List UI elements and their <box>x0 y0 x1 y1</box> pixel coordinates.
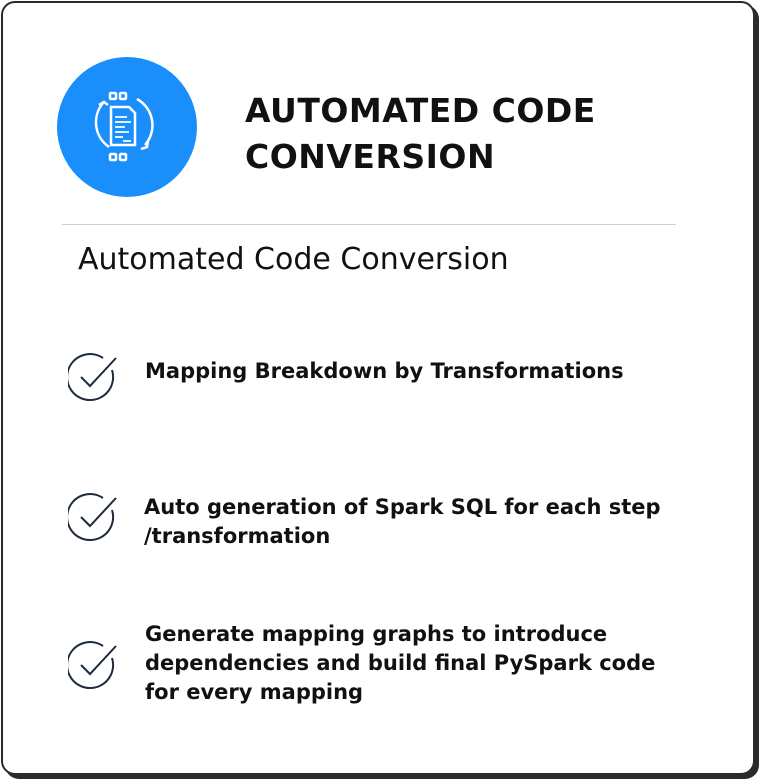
section-subtitle: Automated Code Conversion <box>78 242 509 277</box>
check-circle-icon <box>68 493 117 542</box>
feature-text: Mapping Breakdown by Transformations <box>145 359 624 383</box>
feature-text: for every mapping <box>145 680 364 704</box>
check-circle-icon <box>68 641 117 690</box>
feature-text: Generate mapping graphs to introduce <box>145 622 608 646</box>
feature-text: /transformation <box>144 524 331 548</box>
feature-text: Auto generation of Spark SQL for each st… <box>144 495 661 519</box>
title-line: CONVERSION <box>245 137 496 176</box>
code-conversion-badge <box>57 57 197 197</box>
feature-text: dependencies and build final PySpark cod… <box>145 651 656 675</box>
code-conversion-icon <box>94 91 154 162</box>
divider <box>62 224 676 225</box>
check-circle-icon <box>68 353 117 402</box>
title-line: AUTOMATED CODE <box>245 91 596 130</box>
page-title: AUTOMATED CODE CONVERSION <box>245 88 596 180</box>
